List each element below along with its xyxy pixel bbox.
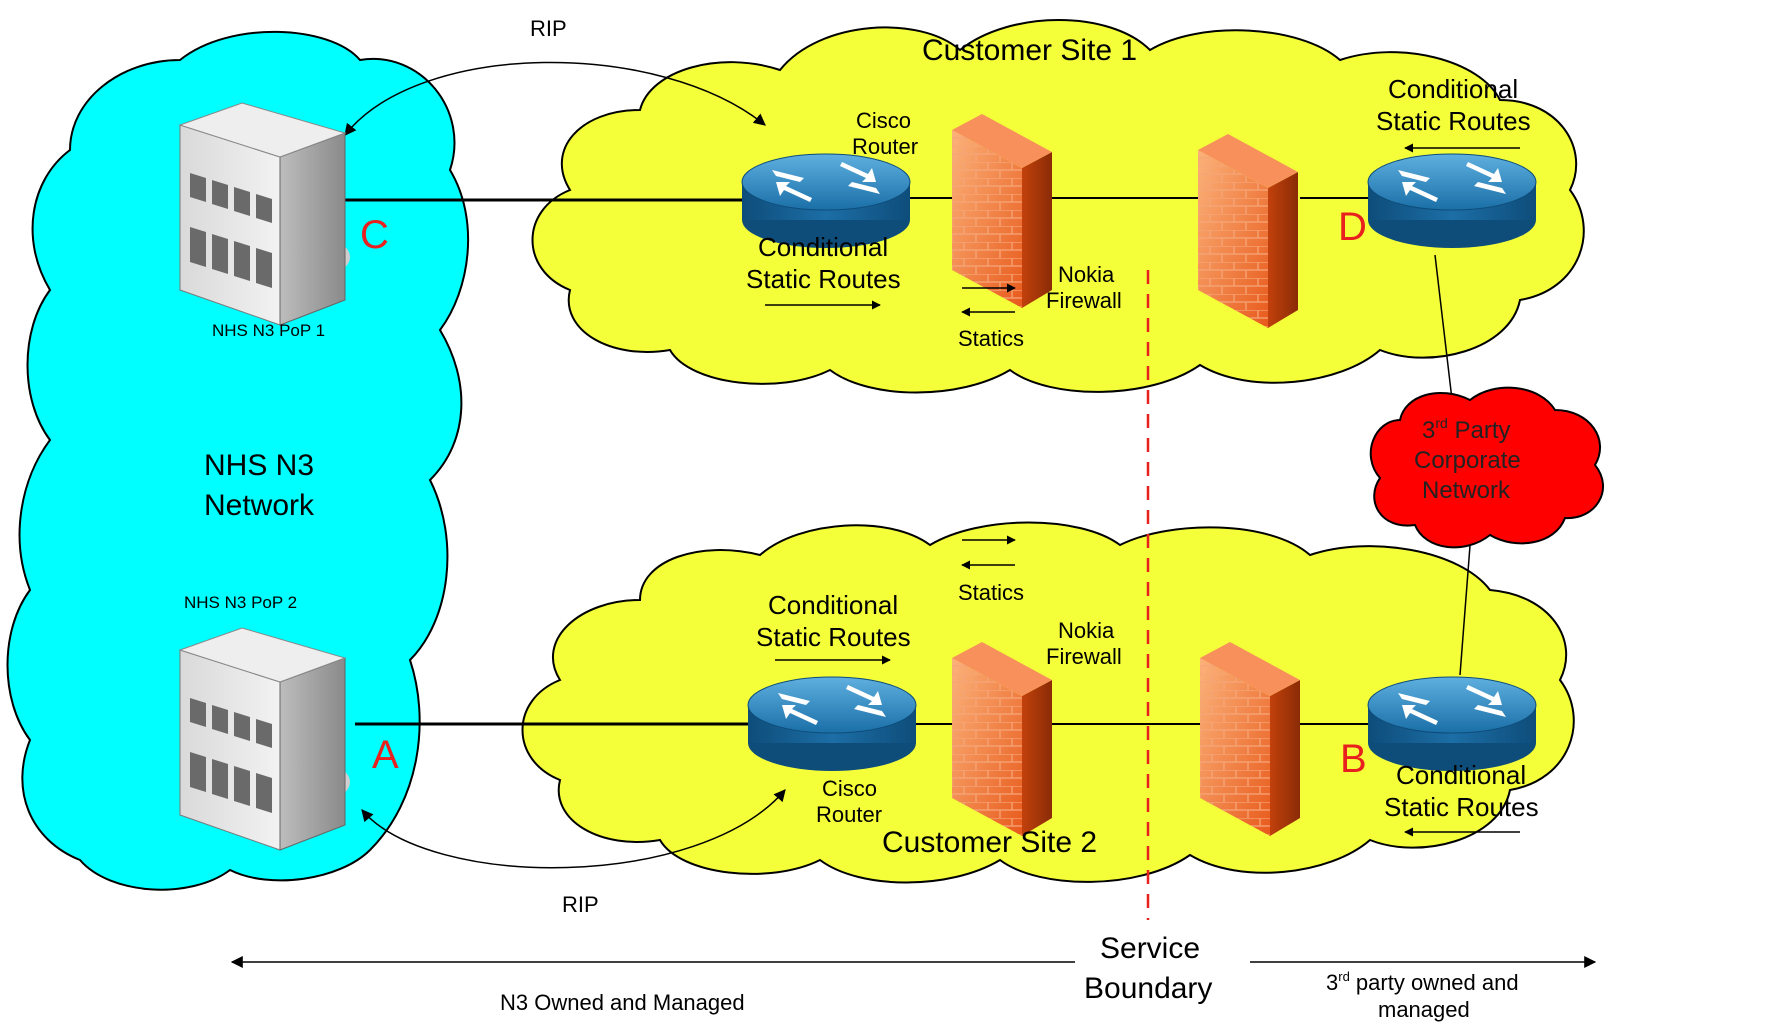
cisco-router-bottom-line2: Router — [816, 802, 882, 827]
rip-bottom-label: RIP — [562, 892, 599, 917]
customer-site-2-label: Customer Site 2 — [882, 826, 1097, 859]
third-owned-line1: 3rd party owned and — [1326, 969, 1519, 995]
pop2-label: NHS N3 PoP 2 — [184, 593, 297, 612]
csr-site1-left-line1: Conditional — [758, 232, 888, 262]
n3-network-cloud — [6, 30, 470, 891]
csr-site1-left-line2: Static Routes — [746, 264, 901, 294]
third-party-network-cloud — [1369, 386, 1605, 549]
statics-top-label: Statics — [958, 326, 1024, 351]
pop1-label: NHS N3 PoP 1 — [212, 321, 325, 340]
n3-network-label-line1: NHS N3 — [204, 449, 314, 482]
third-owned-line2: managed — [1378, 997, 1470, 1022]
service-boundary-line1: Service — [1100, 932, 1200, 965]
statics-bottom-label: Statics — [958, 580, 1024, 605]
rip-arc-top — [344, 61, 766, 136]
n3-network-label-line2: Network — [204, 489, 315, 522]
letter-b: B — [1340, 737, 1367, 781]
nhs-pop2-building-icon — [179, 627, 351, 851]
nokia-firewall-bottom-line1: Nokia — [1058, 618, 1115, 643]
cisco-router-top-line1: Cisco — [856, 108, 911, 133]
n3-owned-label: N3 Owned and Managed — [500, 990, 745, 1015]
customer-site-1-cloud — [531, 19, 1585, 394]
csr-site1-right-line1: Conditional — [1388, 74, 1518, 104]
nokia-firewall-bottom-line2: Firewall — [1046, 644, 1122, 669]
customer-site-1-label: Customer Site 1 — [922, 34, 1137, 67]
third-party-line3: Network — [1422, 477, 1511, 504]
csr-site2-right-line2: Static Routes — [1384, 792, 1539, 822]
letter-d: D — [1338, 205, 1367, 249]
cisco-router-site2-icon — [747, 676, 917, 772]
nokia-firewall-top-line2: Firewall — [1046, 288, 1122, 313]
rip-top-label: RIP — [530, 16, 567, 41]
router-d-icon — [1367, 153, 1537, 249]
service-boundary-line2: Boundary — [1084, 972, 1212, 1005]
letter-c: C — [360, 213, 389, 257]
cisco-router-bottom-line1: Cisco — [822, 776, 877, 801]
csr-site2-left-line2: Static Routes — [756, 622, 911, 652]
cisco-router-top-line2: Router — [852, 134, 918, 159]
third-party-line1: 3rd Party — [1422, 415, 1511, 444]
csr-site2-right-line1: Conditional — [1396, 760, 1526, 790]
csr-site2-left-line1: Conditional — [768, 590, 898, 620]
nhs-pop1-building-icon — [179, 102, 351, 326]
letter-a: A — [372, 733, 399, 777]
router-b-icon — [1367, 676, 1537, 772]
nokia-firewall-top-line1: Nokia — [1058, 262, 1115, 287]
third-party-line2: Corporate — [1414, 447, 1521, 474]
rip-arc-bottom — [361, 789, 786, 869]
csr-site1-right-line2: Static Routes — [1376, 106, 1531, 136]
